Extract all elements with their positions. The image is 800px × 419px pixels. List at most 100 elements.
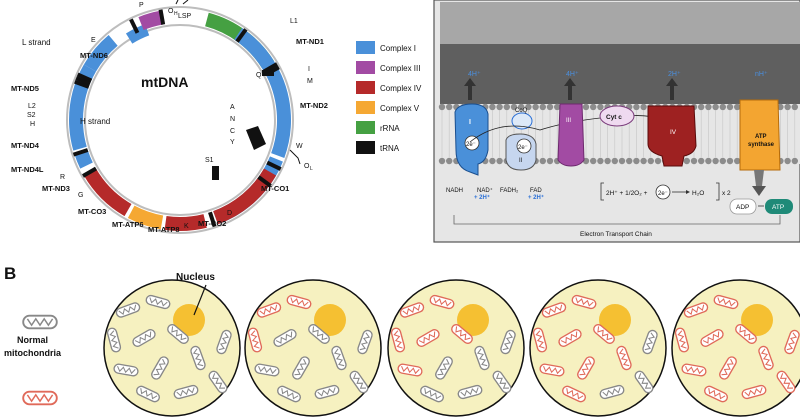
lsp-label: LSP: [178, 13, 192, 20]
gene-mt-nd4-label: MT-ND4: [11, 141, 40, 150]
legend-label-4: rRNA: [380, 124, 400, 133]
mitochondrion: [349, 370, 369, 394]
trna-s1-label: S1: [205, 157, 214, 164]
trna-mark-anc y: [246, 126, 266, 150]
trna-p-label: P: [139, 2, 144, 9]
complex-iii-label: III: [566, 118, 571, 124]
fad-h-label: + 2H⁺: [528, 194, 544, 201]
e-minus-1: 2e⁻: [466, 142, 476, 148]
cells: [103, 279, 800, 417]
mitochondrion: [713, 294, 739, 310]
mitochondrion: [681, 363, 707, 377]
normal-mito-legend: [22, 314, 58, 406]
mitochondrion: [331, 345, 347, 371]
trna-mark-s2: [75, 76, 91, 86]
mitochondrion: [784, 329, 800, 355]
mitochondrion: [571, 294, 597, 310]
trna-l1-label: L1: [290, 18, 298, 25]
legend-label-3: Complex V: [380, 104, 420, 113]
mtdna-map: mtDNA L strand H strand MT-ND1 MT-ND2 MT…: [11, 0, 328, 234]
mitochondrion: [539, 363, 565, 377]
arc-mt-nd2: [263, 64, 291, 158]
mitochondrion: [577, 356, 595, 380]
equation-part-b: H₂O: [692, 190, 704, 197]
adp-label: ADP: [736, 204, 749, 211]
atp-label: ATP: [772, 204, 784, 211]
nadh-label: NADH: [446, 188, 463, 194]
h-plus-3: 4H⁺: [566, 71, 579, 78]
mitochondrion: [136, 385, 160, 403]
legend-label-2: Complex IV: [380, 84, 422, 93]
mitochondrion: [532, 327, 548, 353]
trna-mark-l2: [76, 72, 93, 83]
legend-swatch-2: [356, 81, 375, 94]
nucleus: [599, 304, 631, 336]
trna-mark-r: [72, 148, 89, 157]
outer-ring: [66, 6, 294, 234]
mitochondrion: [308, 324, 330, 344]
nucleus: [741, 304, 773, 336]
trna-marks: [72, 9, 282, 228]
coq: CoQ: [511, 108, 533, 130]
mitochondrion: [704, 385, 728, 403]
arc-mt-co1: [212, 168, 277, 225]
mitochondrion: [390, 327, 406, 353]
cyt-c: Cyt c: [599, 105, 635, 127]
legend-label-0: Complex I: [380, 44, 416, 53]
mitochondrion: [634, 370, 654, 394]
nucleus: [173, 304, 205, 336]
arc-mt-nd4: [69, 64, 97, 121]
trna-k-label: K: [184, 223, 189, 230]
mitochondrion: [145, 294, 171, 310]
mitochondrion: [599, 384, 625, 400]
mitochondrion: [132, 329, 156, 347]
fadh2-label: FADH₂: [500, 188, 519, 194]
arc-mt-nd4l: [69, 119, 87, 151]
legend-swatch-5: [356, 141, 375, 154]
mitochondrion: [674, 327, 690, 353]
gene-mt-nd6-label: MT-ND6: [80, 51, 108, 60]
gene-mt-co1-label: MT-CO1: [261, 184, 289, 193]
gene-mt-co3-label: MT-CO3: [78, 207, 106, 216]
mitochondrion: [541, 302, 567, 318]
mitochondrion: [254, 363, 280, 377]
legend-label-1: Complex III: [380, 64, 420, 73]
outer-dark-band: [440, 44, 800, 104]
mitochondrion: [286, 294, 312, 310]
cell-body: [529, 279, 667, 417]
trna-s2-label: S2: [27, 112, 36, 119]
water-equation: 2H⁺ + 1/2O₂ + 2e⁻ H₂O x 2: [600, 182, 731, 201]
svg-text:O: O: [168, 8, 174, 15]
complex-ii-label: II: [519, 158, 523, 164]
complex-iii: III: [557, 103, 585, 167]
trna-mark-h: [74, 79, 90, 89]
mitochondrion: [115, 302, 141, 318]
mitochondrion: [151, 356, 169, 380]
gene-mt-atp8-label: MT-ATP8: [148, 225, 180, 234]
trna-mark-k: [208, 211, 217, 228]
equation-e-minus: 2e⁻: [658, 191, 668, 197]
mtdna-title: mtDNA: [141, 74, 188, 90]
mitochondrion: [167, 324, 189, 344]
arc-mt-co2: [164, 214, 207, 231]
atp-synthase-label-1: ATP: [755, 134, 767, 140]
atp-pill: [765, 199, 793, 214]
legend-swatch-4: [356, 121, 375, 134]
mitochondrion: [420, 385, 444, 403]
atp-synthase: ATP synthase: [739, 99, 781, 196]
intermembrane-band: [440, 2, 800, 44]
mitochondrion: [416, 329, 440, 347]
cell-3: [387, 279, 525, 417]
legend-normal-mito: [22, 314, 58, 330]
arc-cytb: [138, 10, 164, 31]
legend-mutant-mito: [22, 390, 58, 406]
mitochondrion: [247, 327, 263, 353]
cyt-c-label: Cyt c: [606, 114, 622, 121]
mitochondrion: [735, 324, 757, 344]
trna-mark-s1: [212, 166, 219, 180]
mitochondrion: [106, 327, 122, 353]
cell-body: [244, 279, 382, 417]
mitochondrion: [741, 384, 767, 400]
arc-mt-nd6: [125, 24, 150, 44]
complex-i-label: I: [469, 119, 471, 126]
